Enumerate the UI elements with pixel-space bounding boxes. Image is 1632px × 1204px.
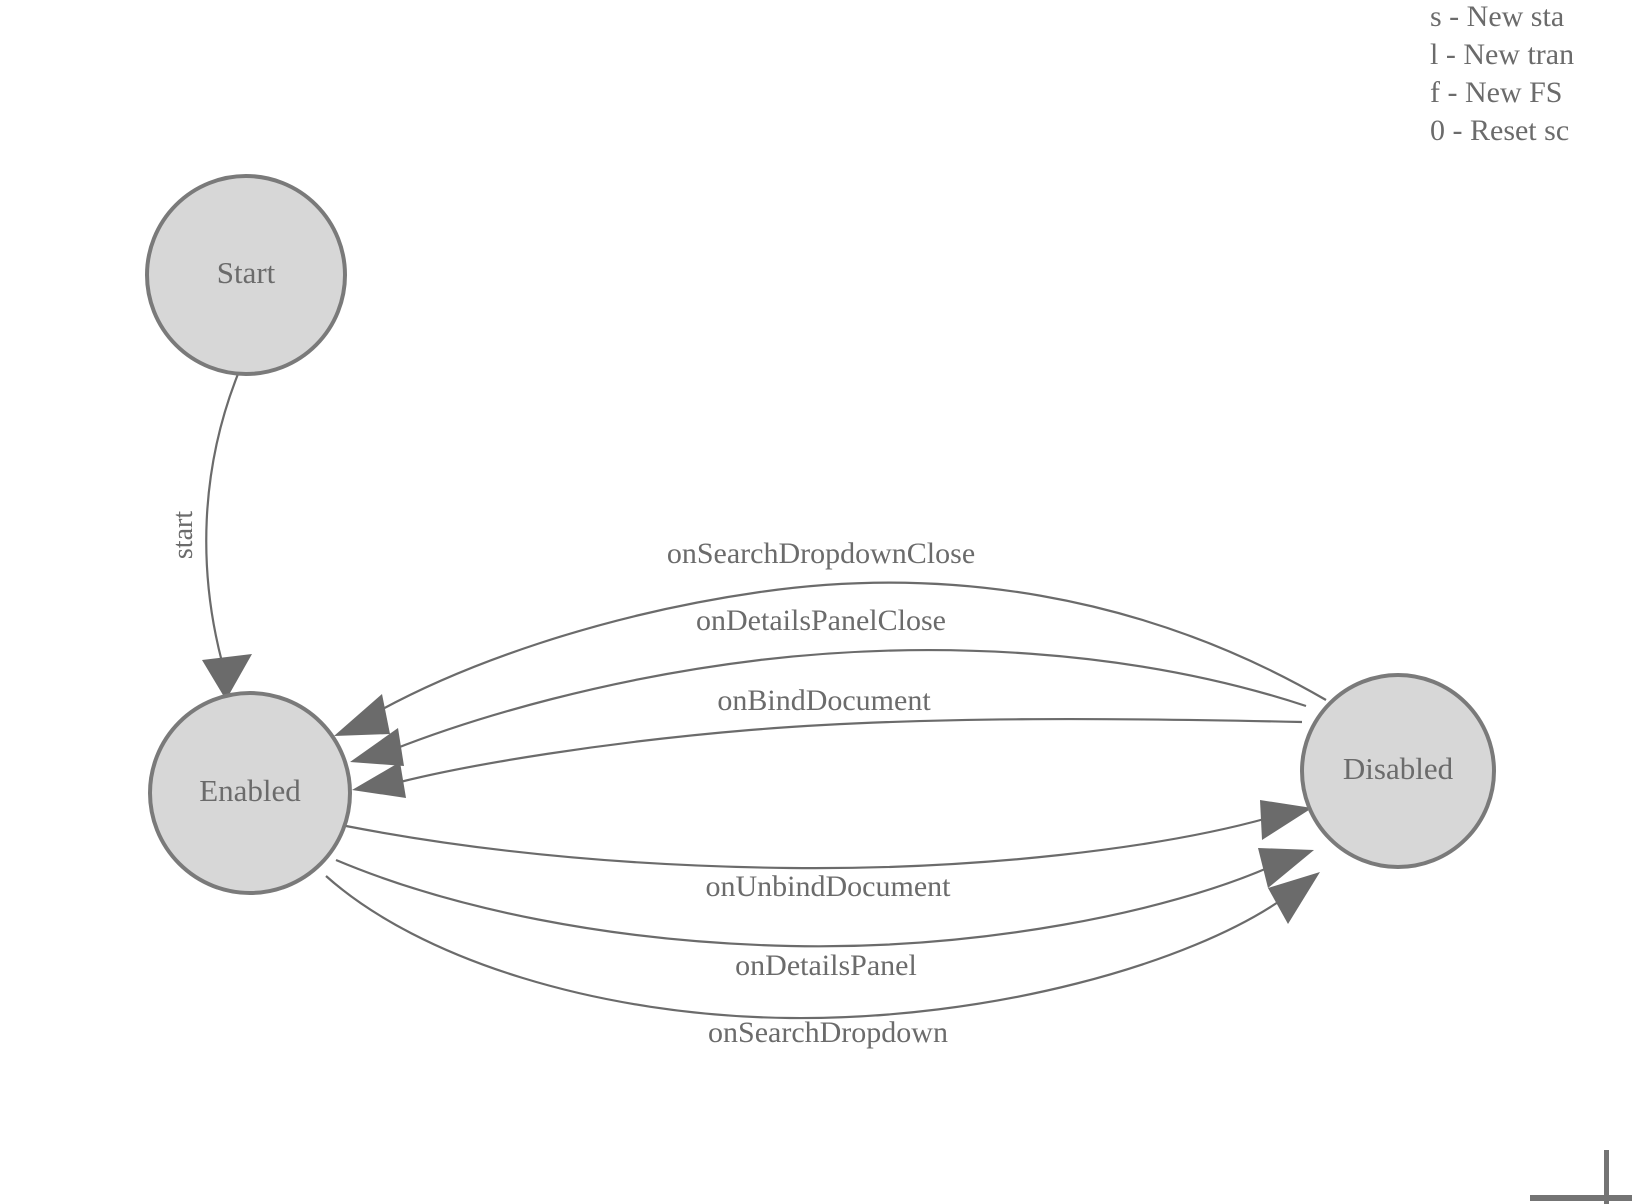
transition-on-bind-document-label: onBindDocument — [717, 684, 931, 717]
resize-corner[interactable] — [1530, 1150, 1632, 1204]
resize-corner-vertical — [1604, 1150, 1609, 1204]
transition-on-unbind-document[interactable] — [345, 800, 1312, 870]
transition-start-label: start — [168, 511, 199, 559]
transition-on-details-panel-close-arrowhead — [350, 728, 404, 766]
state-node-enabled[interactable]: Enabled — [148, 691, 352, 895]
transition-on-search-dropdown-close-arrowhead — [334, 694, 390, 736]
state-node-disabled[interactable]: Disabled — [1300, 673, 1496, 869]
state-node-start-label: Start — [217, 255, 276, 290]
transition-on-details-panel-close-label: onDetailsPanelClose — [696, 604, 946, 637]
help-line-new-fsm: f - New FS — [1430, 76, 1563, 109]
resize-corner-horizontal — [1530, 1195, 1632, 1201]
help-line-reset-scene: 0 - Reset sc — [1430, 114, 1569, 147]
transition-on-search-dropdown[interactable] — [325, 872, 1320, 1020]
transition-on-unbind-document-label: onUnbindDocument — [706, 870, 952, 903]
help-line-new-state: s - New sta — [1430, 0, 1564, 33]
state-node-start[interactable]: Start — [145, 174, 347, 376]
transition-on-bind-document-path[interactable] — [399, 717, 1303, 784]
help-overlay: s - New sta l - New tran f - New FS 0 - … — [1430, 0, 1574, 147]
transition-on-details-panel[interactable] — [335, 848, 1314, 948]
transition-on-bind-document-arrowhead — [352, 762, 406, 798]
transition-on-search-dropdown-close[interactable] — [334, 581, 1327, 736]
transition-on-unbind-document-path[interactable] — [345, 816, 1269, 870]
transition-on-details-panel-close[interactable] — [350, 649, 1307, 766]
state-node-start-circle[interactable] — [145, 174, 347, 376]
transition-on-search-dropdown-close-label: onSearchDropdownClose — [667, 537, 975, 570]
transition-on-details-panel-path[interactable] — [335, 858, 1273, 948]
transition-on-search-dropdown-path[interactable] — [325, 875, 1285, 1020]
state-node-disabled-label: Disabled — [1343, 751, 1454, 786]
transition-start-arrowhead — [202, 654, 252, 700]
transition-on-unbind-document-arrowhead — [1260, 800, 1312, 840]
transition-start[interactable] — [202, 373, 252, 700]
transition-on-details-panel-close-path[interactable] — [391, 649, 1307, 752]
transition-on-bind-document[interactable] — [352, 717, 1303, 798]
transition-start-path[interactable] — [205, 373, 240, 663]
transition-on-search-dropdown-label: onSearchDropdown — [708, 1016, 948, 1049]
state-node-disabled-circle[interactable] — [1300, 673, 1496, 869]
help-line-new-transition: l - New tran — [1430, 38, 1574, 71]
transition-on-search-dropdown-close-path[interactable] — [369, 581, 1327, 717]
transition-on-details-panel-label: onDetailsPanel — [735, 949, 917, 982]
state-node-enabled-circle[interactable] — [148, 691, 352, 895]
transition-on-search-dropdown-arrowhead — [1268, 872, 1320, 924]
state-node-enabled-label: Enabled — [199, 773, 301, 808]
transition-on-details-panel-arrowhead — [1258, 848, 1314, 888]
